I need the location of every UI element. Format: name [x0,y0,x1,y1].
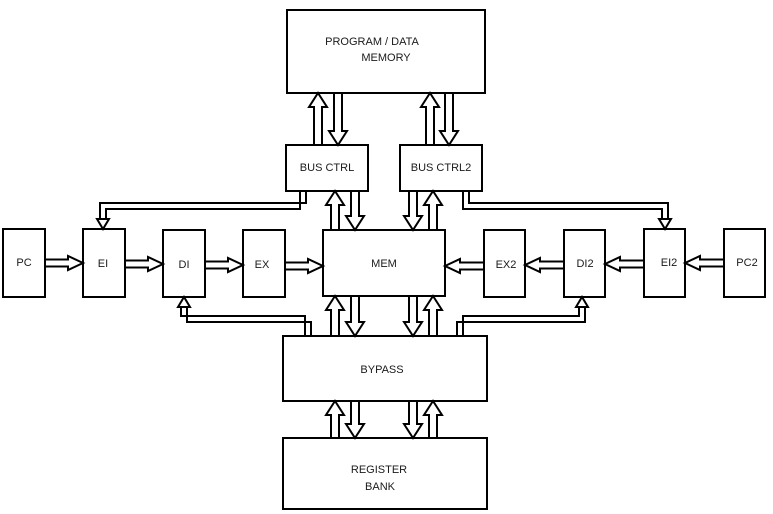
arrow-mem-to-busctrl2 [422,189,444,231]
bus-busctrl2-to-ei2-head [657,218,673,231]
arrow-ei-to-di [124,255,166,273]
arrow-bypass-to-mem [324,294,346,337]
arrow-di2-to-ex2 [522,256,565,274]
register-bank-label-line2: BANK [365,481,396,493]
bus-bypass-to-di-head [176,295,192,308]
arrow-ex-to-mem [284,257,326,275]
bus-bypass-to-di [180,308,312,336]
ei2-label: EI2 [661,257,678,269]
arrow-mem-to-bypass [344,295,366,338]
bus-busctrl-to-ei [99,191,307,218]
ei-label: EI [98,258,108,270]
arrows-layer [44,91,725,440]
arrow-memory-to-busctrl [327,92,349,147]
block-ei: EI [82,228,126,298]
bus-ctrl2-label: BUS CTRL2 [411,162,472,174]
block-bus-ctrl: BUS CTRL [285,144,369,192]
bus-bypass-to-di2-head [574,295,590,308]
di-label: DI [179,259,190,271]
arrow-busctrl-to-mem [344,190,366,232]
block-ei2: EI2 [643,228,686,298]
block-pc2: PC2 [723,228,766,298]
mem-label: MEM [371,258,397,270]
arrow-busctrl2-to-memory [419,91,441,146]
block-register-bank: REGISTER BANK [282,437,488,510]
arrow-busctrl2-to-mem [402,190,424,232]
arrow-ex2-to-mem [442,257,485,275]
memory-label-line2: MEMORY [361,52,411,64]
bus-bypass-to-di2 [456,308,586,336]
block-di2: DI2 [563,229,606,298]
memory-label-line1: PROGRAM / DATA [325,36,419,48]
bus-ctrl-label: BUS CTRL [300,162,354,174]
arrow-bypass-to-regbank-2 [402,400,424,440]
arrow-memory-to-busctrl2 [438,92,460,147]
pc2-label: PC2 [736,257,757,269]
block-mem: MEM [322,229,446,297]
arrow-pc2-to-ei2 [682,254,725,272]
bus-busctrl-to-ei-head [95,218,111,231]
block-ex2: EX2 [483,229,526,298]
arrow-ei2-to-di2 [602,255,645,273]
arrow-mem-to-bypass-2 [402,295,424,338]
pc-label: PC [16,257,31,269]
ex-label: EX [255,259,270,271]
arrow-bypass-to-mem-2 [422,294,444,337]
block-program-data-memory: PROGRAM / DATA MEMORY [286,9,486,94]
register-bank-label-line1: REGISTER [351,464,407,476]
block-pc: PC [2,228,46,298]
arrow-bypass-to-regbank [344,400,366,440]
block-ex: EX [242,229,286,298]
block-bus-ctrl2: BUS CTRL2 [399,144,483,192]
arrow-mem-to-busctrl [324,189,346,231]
arrow-regbank-to-bypass-2 [422,399,444,439]
ex2-label: EX2 [496,259,517,271]
arrow-pc-to-ei [44,254,86,272]
arrow-di-to-ex [204,256,246,274]
arrow-busctrl-to-memory [307,91,329,146]
block-bypass: BYPASS [282,335,488,402]
bus-lines-layer [95,191,673,336]
di2-label: DI2 [576,258,593,270]
arrow-regbank-to-bypass [324,399,346,439]
block-di: DI [162,229,206,298]
bypass-label: BYPASS [360,364,403,376]
bus-busctrl2-to-ei2 [462,191,669,218]
